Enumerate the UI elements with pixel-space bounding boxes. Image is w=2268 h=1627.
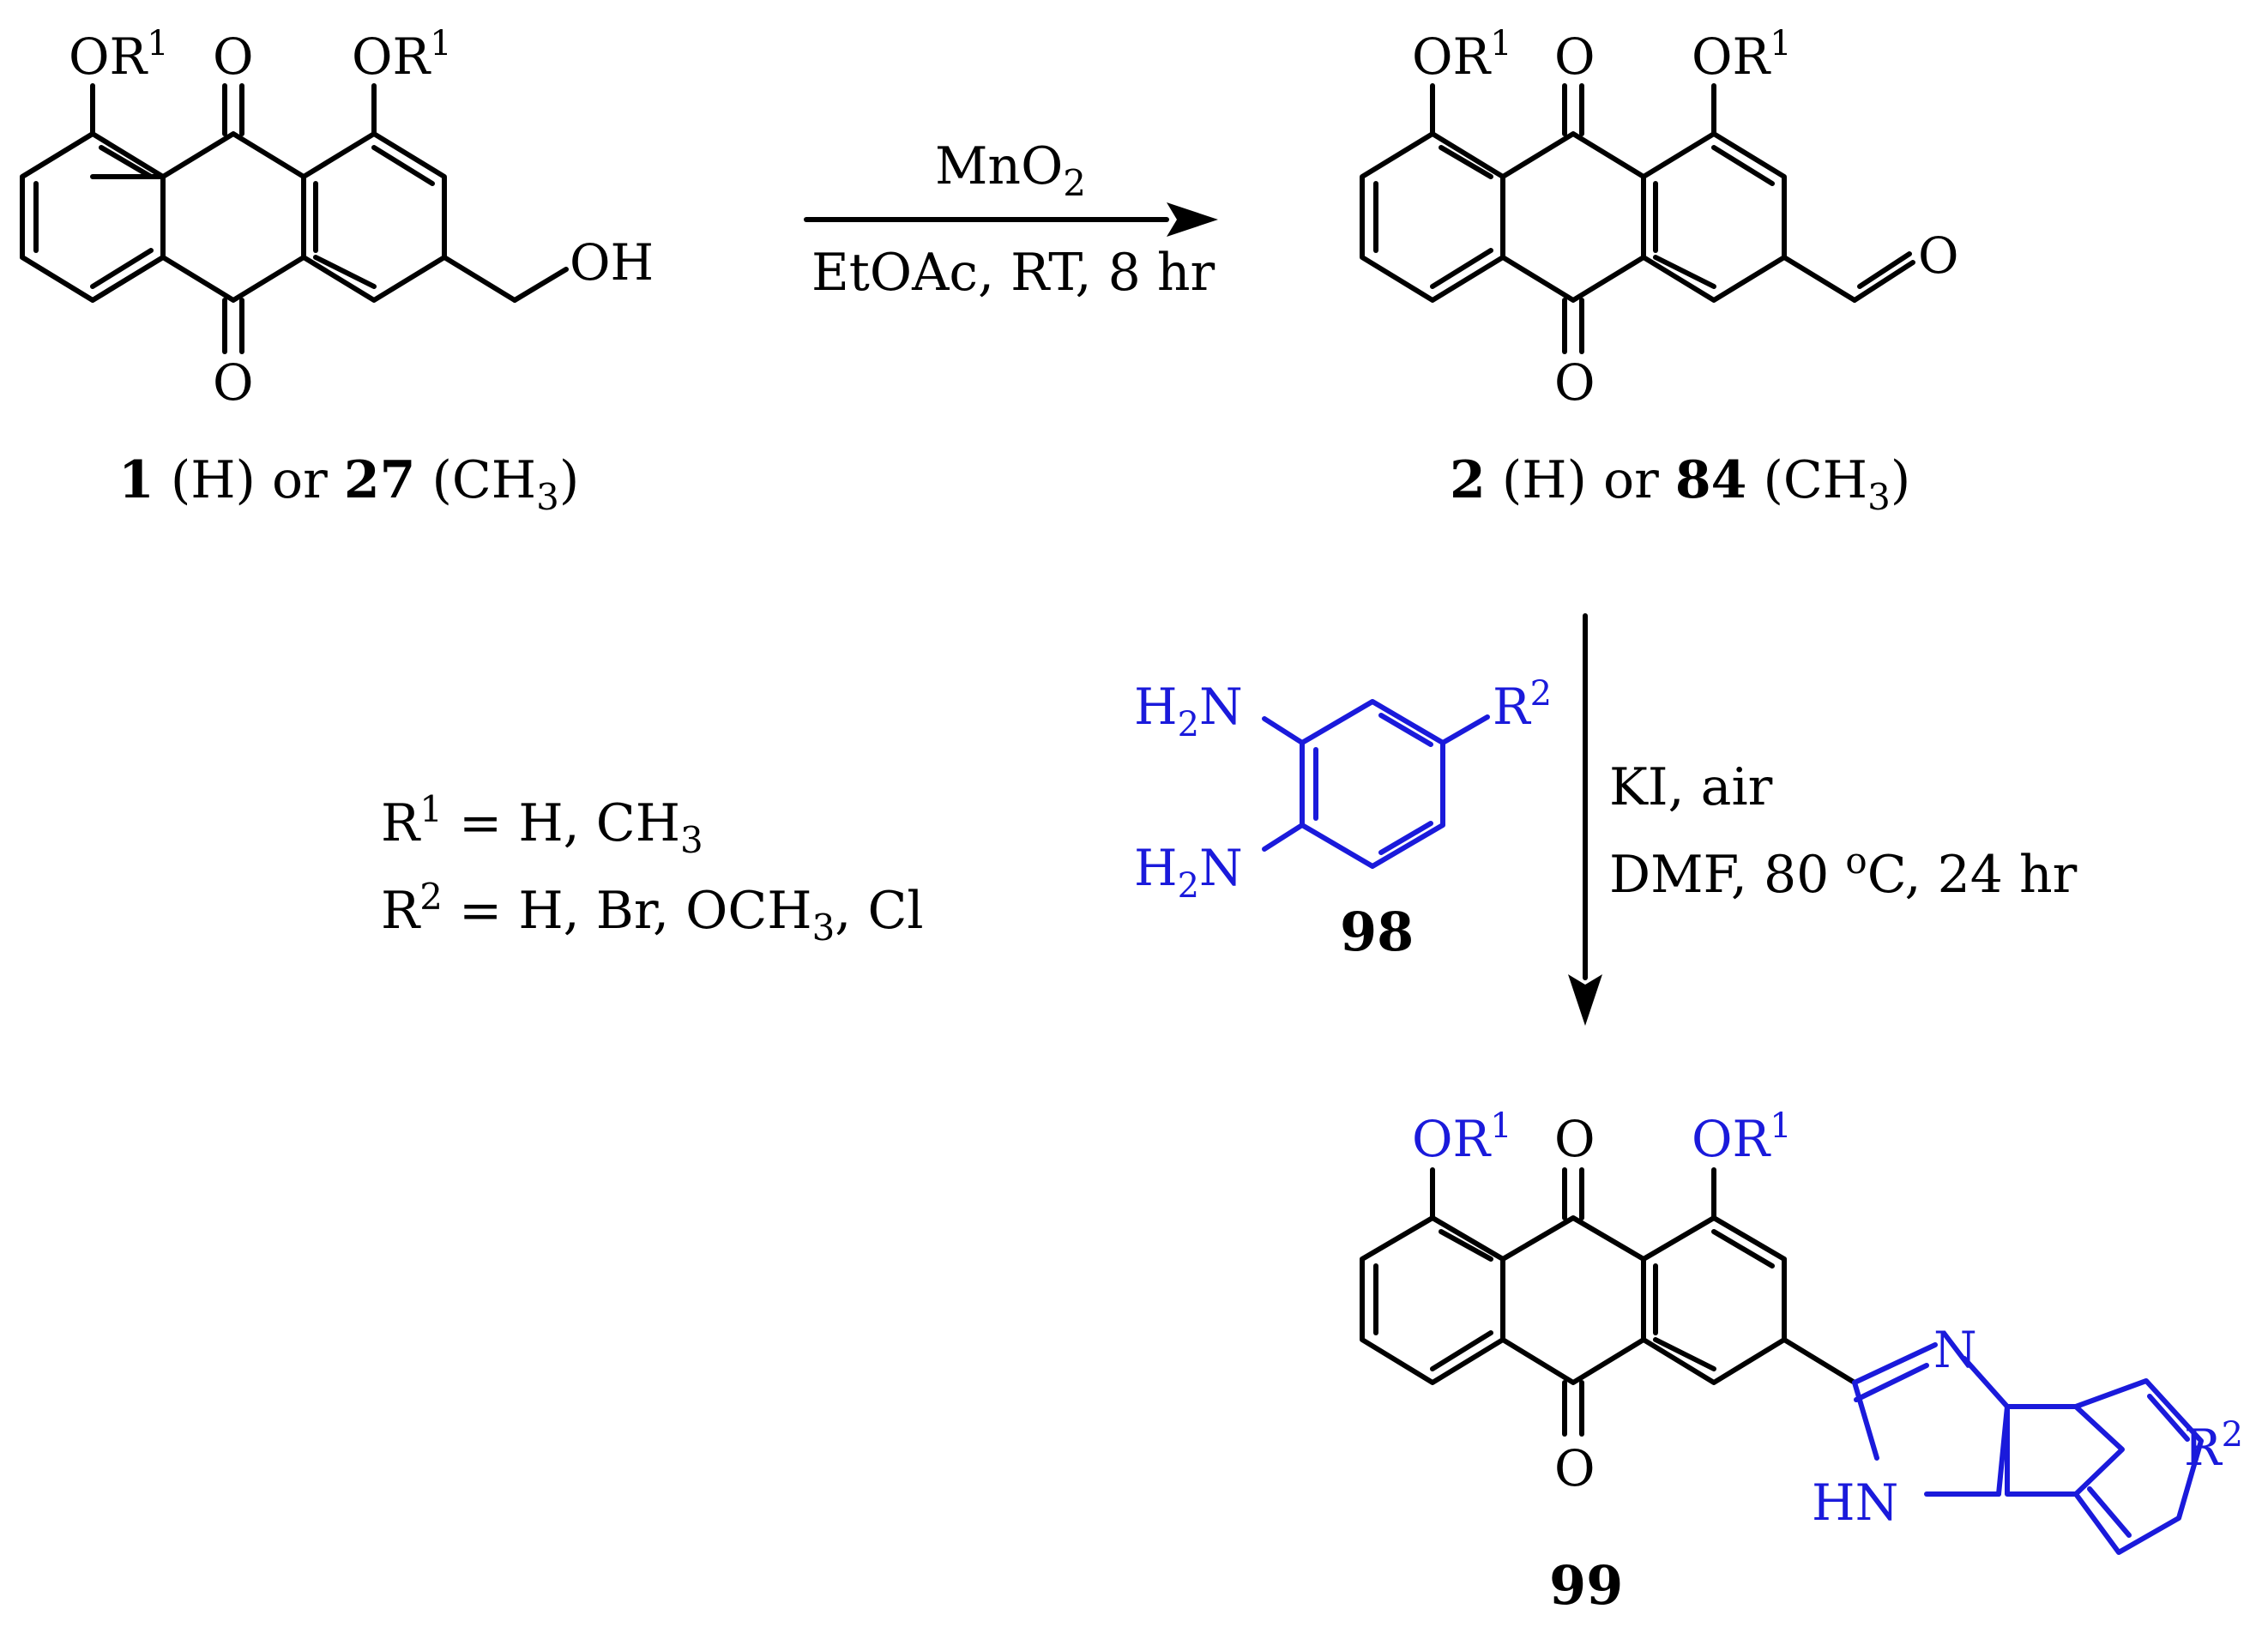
compound-2-84-structure bbox=[1360, 83, 1915, 354]
svg-text:H2N: H2N bbox=[1134, 839, 1243, 906]
atom-o: O bbox=[1554, 27, 1595, 86]
compound-98-label: 98 bbox=[1340, 901, 1414, 963]
reaction-arrow-2 bbox=[1568, 613, 1602, 1026]
svg-text:R2: R2 bbox=[1493, 674, 1552, 736]
atom-r: R bbox=[2184, 1419, 2223, 1477]
step2-conditions: DMF, 80 oC, 24 hr bbox=[1609, 840, 2078, 905]
compound-1-27-structure bbox=[20, 83, 569, 354]
atom-or: OR bbox=[352, 27, 432, 86]
atom-or: OR bbox=[1412, 27, 1493, 86]
reaction-arrow-1 bbox=[804, 202, 1218, 237]
svg-text:OR1: OR1 bbox=[352, 24, 452, 86]
atom-or: OR bbox=[1692, 1110, 1772, 1168]
atom-n: N bbox=[1933, 1321, 1977, 1379]
atom-o: O bbox=[213, 27, 254, 86]
atom-o: O bbox=[1554, 353, 1595, 412]
r1-definition: R1 = H, CH3 bbox=[381, 788, 703, 861]
svg-text:OR1: OR1 bbox=[1692, 24, 1792, 86]
atom-or: OR bbox=[1412, 1110, 1493, 1168]
atom-sup: 1 bbox=[430, 24, 451, 63]
atom-sup: 1 bbox=[1770, 24, 1791, 63]
svg-text:OR1: OR1 bbox=[69, 24, 169, 86]
svg-text:OR1: OR1 bbox=[1412, 1106, 1512, 1168]
atom-o: O bbox=[1554, 1110, 1595, 1168]
compound-2-84-label: 2 (H) or 84 (CH3) bbox=[1450, 450, 1910, 518]
svg-text:OR1: OR1 bbox=[1412, 24, 1512, 86]
atom-sup: 1 bbox=[1770, 1106, 1791, 1146]
compound-1-27-label: 1 (H) or 27 (CH3) bbox=[118, 450, 579, 518]
atom-sup: 1 bbox=[1490, 24, 1511, 63]
atom-hn: HN bbox=[1812, 1473, 1898, 1532]
step2-reagent: KI, air bbox=[1609, 757, 1773, 817]
atom-oh: OH bbox=[570, 233, 654, 292]
svg-text:H2N: H2N bbox=[1134, 678, 1243, 744]
atom-r: R bbox=[1493, 678, 1532, 736]
svg-text:R2: R2 bbox=[2184, 1415, 2243, 1477]
r2-definition: R2 = H, Br, OCH3, Cl bbox=[381, 876, 924, 949]
svg-text:OR1: OR1 bbox=[1692, 1106, 1792, 1168]
compound-99-structure bbox=[1360, 1167, 1857, 1437]
compound-98-structure bbox=[1262, 699, 1490, 869]
atom-or: OR bbox=[1692, 27, 1772, 86]
atom-n: N bbox=[1199, 839, 1243, 897]
atom-o: O bbox=[1554, 1439, 1595, 1497]
atom-o: O bbox=[1918, 226, 1959, 285]
atom-sup: 1 bbox=[1490, 1106, 1511, 1146]
atom-or: OR bbox=[69, 27, 149, 86]
atom-o: O bbox=[213, 353, 254, 412]
atom-n: N bbox=[1199, 678, 1243, 736]
atom-h: H bbox=[1134, 839, 1178, 897]
compound-99-label: 99 bbox=[1549, 1554, 1623, 1617]
step1-conditions: EtOAc, RT, 8 hr bbox=[811, 243, 1215, 303]
benzimidazole-fragment bbox=[1852, 1342, 2204, 1555]
atom-sup: 1 bbox=[147, 24, 168, 63]
atom-h: H bbox=[1134, 678, 1178, 736]
step1-reagent: MnO2 bbox=[935, 136, 1086, 204]
